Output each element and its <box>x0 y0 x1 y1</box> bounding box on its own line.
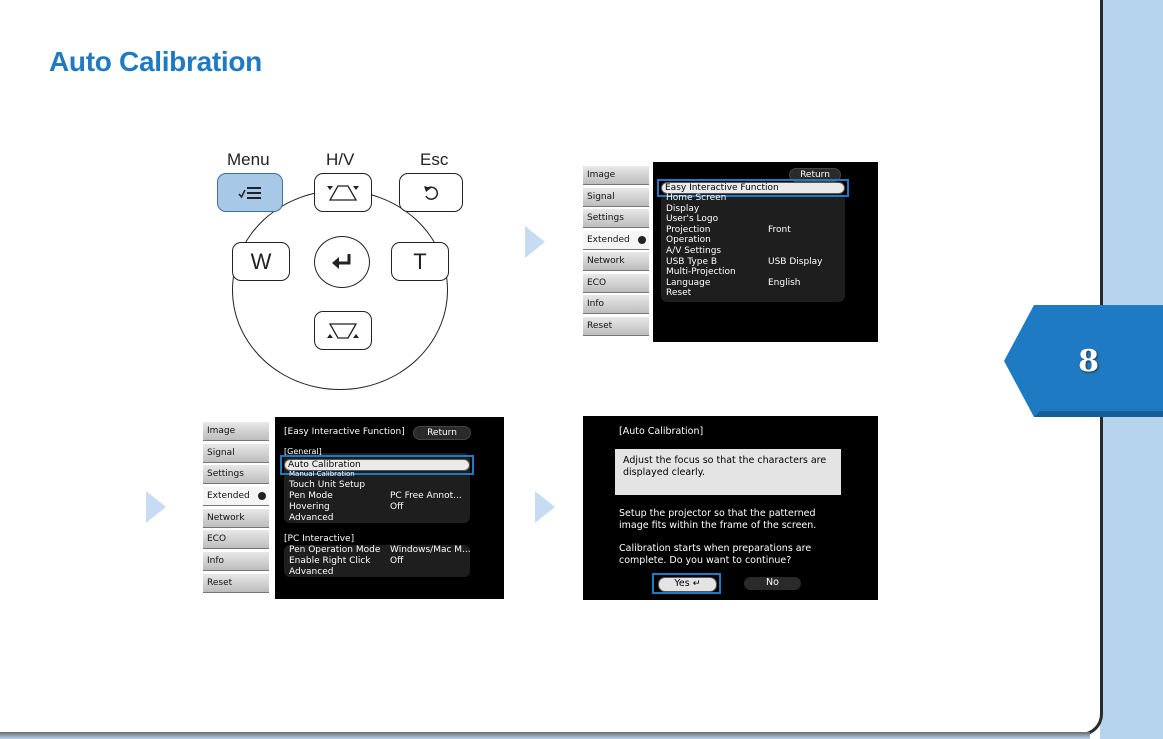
keystone-down-icon <box>327 322 359 339</box>
enter-dot-icon <box>258 492 266 500</box>
side-item-network[interactable]: Network <box>583 252 649 271</box>
menu-row-value: USB Display <box>768 257 823 267</box>
selection-highlight <box>280 455 474 475</box>
side-item-extended[interactable]: Extended <box>203 487 269 506</box>
side-item-signal[interactable]: Signal <box>583 188 649 207</box>
enter-key[interactable] <box>314 236 370 288</box>
menu-row[interactable]: Display <box>666 204 700 214</box>
auto-calibration-dialog: [Auto Calibration] Adjust the focus so t… <box>583 416 878 600</box>
menu-row[interactable]: Pen Operation Mode <box>289 545 381 555</box>
group-label: [PC Interactive] <box>284 534 355 544</box>
menu-row[interactable]: Manual Calibration <box>289 471 355 476</box>
w-key[interactable]: W <box>232 242 290 281</box>
dialog-text: Calibration starts when preparations are… <box>619 543 812 566</box>
step-arrow-icon <box>535 491 555 523</box>
enter-icon <box>332 254 351 269</box>
menu-row-value: Off <box>390 502 404 512</box>
side-item-image[interactable]: Image <box>203 422 269 441</box>
side-item-info[interactable]: Info <box>203 552 269 571</box>
side-item-image[interactable]: Image <box>583 166 649 185</box>
menu-row-value: PC Free Annot... <box>390 491 462 501</box>
menu-key-label: Menu <box>227 150 270 169</box>
menu-row[interactable]: Language <box>666 278 711 288</box>
page-title: Auto Calibration <box>49 46 262 77</box>
menu-row[interactable]: A/V Settings <box>666 246 722 256</box>
remote-keypad: Menu H/V Esc W T <box>200 148 480 390</box>
menu-row[interactable]: Home Screen <box>666 193 727 203</box>
enter-icon: ↵ <box>692 578 701 589</box>
side-item-reset[interactable]: Reset <box>203 574 269 593</box>
side-item-eco[interactable]: ECO <box>583 274 649 293</box>
chapter-tab[interactable]: 8 <box>1004 305 1163 417</box>
menu-row[interactable]: Hovering <box>289 502 330 512</box>
esc-key-label: Esc <box>420 150 449 169</box>
enter-dot-icon <box>638 236 646 244</box>
menu-row[interactable]: Reset <box>666 288 692 298</box>
t-key[interactable]: T <box>391 242 449 281</box>
row-backdrop <box>284 545 470 577</box>
side-menu: Image Signal Settings Extended Network E… <box>583 162 653 342</box>
row-backdrop <box>661 194 845 302</box>
side-item-eco[interactable]: ECO <box>203 530 269 549</box>
side-item-info[interactable]: Info <box>583 295 649 314</box>
easy-interactive-screen: Image Signal Settings Extended Network E… <box>203 417 504 599</box>
dialog-notice: Adjust the focus so that the characters … <box>615 449 841 495</box>
menu-row[interactable]: Advanced <box>289 567 334 577</box>
side-item-reset[interactable]: Reset <box>583 317 649 336</box>
side-item-extended[interactable]: Extended <box>583 231 649 250</box>
menu-row[interactable]: Enable Right Click <box>289 556 371 566</box>
chapter-tab-shape <box>1004 305 1163 417</box>
menu-row[interactable]: Touch Unit Setup <box>289 480 366 490</box>
yes-button[interactable]: Yes ↵ <box>658 577 717 592</box>
page-shadow <box>0 732 1090 739</box>
menu-row[interactable]: Advanced <box>289 513 334 523</box>
menu-row-value: English <box>768 278 801 288</box>
keystone-up-icon <box>327 184 359 201</box>
step-arrow-icon <box>146 491 166 523</box>
hv-key-label: H/V <box>326 150 355 169</box>
menu-row[interactable]: Pen Mode <box>289 491 333 501</box>
menu-row[interactable]: Multi-Projection <box>666 267 736 277</box>
menu-row[interactable]: Projection <box>666 225 711 235</box>
group-label: [General] <box>284 447 322 456</box>
return-button[interactable]: Return <box>413 426 471 440</box>
esc-key[interactable] <box>399 173 463 212</box>
no-button[interactable]: No <box>744 577 801 590</box>
submenu-header: [Easy Interactive Function] <box>284 427 405 437</box>
selection-highlight <box>652 573 721 594</box>
keystone-down-key[interactable] <box>314 311 372 350</box>
dialog-title: [Auto Calibration] <box>619 426 704 437</box>
menu-row[interactable]: USB Type B <box>666 257 718 267</box>
dialog-text: Setup the projector so that the patterne… <box>619 508 817 531</box>
menu-row-value: Off <box>390 556 404 566</box>
chapter-number: 8 <box>1078 343 1099 379</box>
side-menu: Image Signal Settings Extended Network E… <box>203 417 273 599</box>
side-item-settings[interactable]: Settings <box>203 465 269 484</box>
step-arrow-icon <box>525 226 545 258</box>
side-item-settings[interactable]: Settings <box>583 209 649 228</box>
return-button[interactable]: Return <box>789 168 841 182</box>
hv-keystone-key[interactable] <box>314 173 372 212</box>
menu-row[interactable]: Operation <box>666 235 711 245</box>
side-item-network[interactable]: Network <box>203 509 269 528</box>
side-item-signal[interactable]: Signal <box>203 444 269 463</box>
menu-row[interactable]: User's Logo <box>666 214 719 224</box>
menu-key[interactable] <box>217 173 283 212</box>
extended-menu-screen: Image Signal Settings Extended Network E… <box>583 162 878 342</box>
menu-row-selected[interactable]: Easy Interactive Function <box>661 182 845 194</box>
menu-row-selected[interactable]: Auto Calibration <box>284 459 470 471</box>
selection-highlight <box>657 179 849 197</box>
menu-row-value: Windows/Mac M... <box>390 545 471 555</box>
menu-row-value: Front <box>768 225 791 235</box>
back-arrow-icon <box>424 185 439 200</box>
keypad-ring <box>232 190 448 390</box>
menu-list-icon <box>238 186 261 199</box>
page-sheet <box>0 0 1103 736</box>
